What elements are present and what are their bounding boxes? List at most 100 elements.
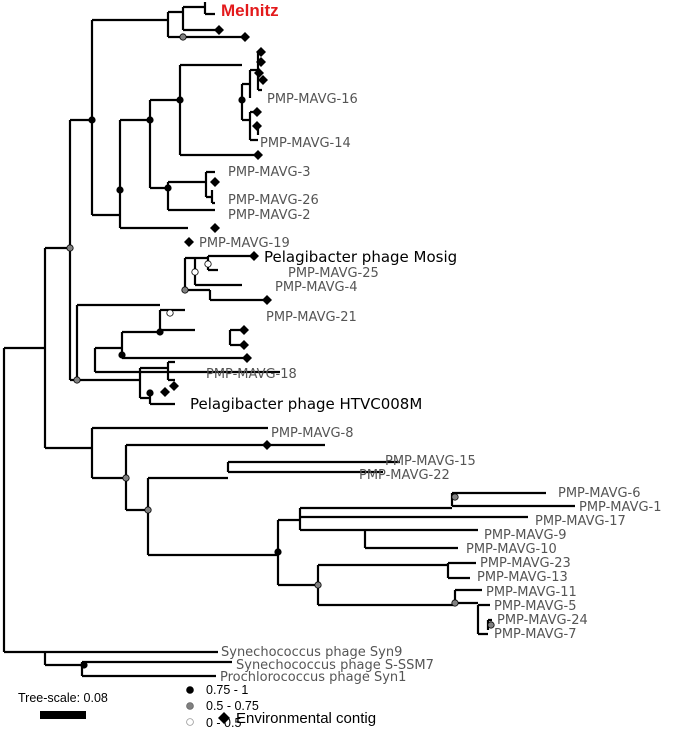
branch-gg [316,563,455,607]
node-support-low [204,260,212,268]
env-contig-icon [239,325,249,335]
node-support-high [146,116,154,124]
node-support-mid [144,506,152,514]
leaf-label: PMP-MAVG-14 [260,136,351,151]
legend-support-high-swatch [186,686,194,694]
leaf-label: PMP-MAVG-26 [228,193,319,208]
leaf-label: Synechococcus phage Syn9 [221,645,402,660]
node-support-mid [179,33,187,41]
leaf-label: PMP-MAVG-21 [266,310,357,325]
legend-support-low-label: 0 - 0.5 [206,716,241,730]
node-support-high [274,548,282,556]
env-contig-icon [240,32,250,42]
leaf-labels: Melnitz PMP-MAVG-16 PMP-MAVG-14 PMP-MAVG… [190,1,662,685]
node-support-high [176,96,184,104]
branch-main-clade [43,246,92,450]
env-contig-icon [184,237,194,247]
branch-s [93,346,280,374]
branch-q [206,254,254,272]
env-contig-icon [210,177,220,187]
branch-hh [446,561,476,580]
leaf-label: PMP-MAVG-16 [267,92,358,107]
leaf-label: PMP-MAVG-18 [206,367,297,382]
leaf-label: PMP-MAVG-25 [288,266,379,281]
branch-v [138,366,168,400]
support-nodes [66,33,495,669]
branch-w [148,360,175,406]
branch-d [178,63,258,157]
node-support-high [146,389,154,397]
leaf-label: PMP-MAVG-19 [199,236,290,251]
node-support-mid [451,599,459,607]
node-support-mid [487,621,495,629]
branch-z [146,476,278,557]
leaf-label: PMP-MAVG-2 [228,208,311,223]
leaf-label: PMP-MAVG-7 [494,627,577,642]
branch-r [208,290,268,302]
branch-aa [226,460,400,474]
leaf-label: Pelagibacter phage HTVC008M [190,395,422,413]
leaf-label: PMP-MAVG-5 [494,599,577,614]
leaf-label: PMP-MAVG-23 [480,556,571,571]
branch-melnitz-tip [203,2,215,16]
legend: 0.75 - 1 0.5 - 0.75 0 - 0.5 Environmenta… [186,683,376,730]
node-support-mid [73,376,81,384]
node-support-high [118,351,126,359]
node-support-high [164,184,172,192]
branch-ll [43,650,218,667]
leaf-label: PMP-MAVG-9 [484,528,567,543]
branch-n [158,308,195,332]
leaf-label: PMP-MAVG-22 [359,468,450,483]
env-contig-icon [256,47,266,57]
node-support-high [156,328,164,336]
branch-p [193,256,242,287]
branch-ii [453,588,482,605]
node-support-mid [66,244,74,252]
branch-melnitz-group [166,10,183,39]
env-contig-icon [218,712,230,724]
scale-bar-line [40,711,86,719]
branch-c [148,98,180,190]
branch-root [2,346,45,654]
branch-upper-clade [68,118,92,382]
node-support-mid [451,493,459,501]
leaf-label: PMP-MAVG-4 [275,280,358,295]
env-contig-icon [214,25,224,35]
branch-l [210,190,215,205]
branch-cc [298,506,452,532]
node-support-low [166,309,174,317]
leaf-label-melnitz: Melnitz [221,1,279,20]
scale-bar: Tree-scale: 0.08 [18,691,108,719]
env-contig-icon [239,340,249,350]
legend-support-mid-label: 0.5 - 0.75 [206,699,259,713]
env-contig-icon [252,107,262,117]
node-support-mid [181,286,189,294]
branch-o [183,256,210,292]
branch-f [248,68,258,98]
environmental-contig-markers [160,25,272,724]
env-contig-icon [252,121,262,131]
branch-b [118,118,188,230]
legend-env-contig-label: Environmental contig [236,710,376,727]
env-contig-icon [258,75,268,85]
branch-a [90,18,168,217]
leaf-label: Pelagibacter phage Mosig [264,248,457,266]
env-contig-icon [256,57,266,67]
leaf-label: PMP-MAVG-24 [497,613,588,628]
leaf-label: PMP-MAVG-8 [271,426,354,441]
leaf-label: PMP-MAVG-10 [466,542,557,557]
legend-support-mid-swatch [186,702,194,710]
node-support-high [116,186,124,194]
env-contig-icon [249,251,259,261]
node-support-high [80,661,88,669]
leaf-label: PMP-MAVG-17 [535,514,626,529]
env-contig-icon [262,440,272,450]
node-support-high [88,116,96,124]
env-contig-icon [169,381,179,391]
leaf-label: PMP-MAVG-3 [228,165,311,180]
branch-x [90,426,268,480]
env-contig-icon [262,295,272,305]
leaf-label: PMP-MAVG-1 [579,500,662,515]
legend-support-high-label: 0.75 - 1 [206,683,248,697]
